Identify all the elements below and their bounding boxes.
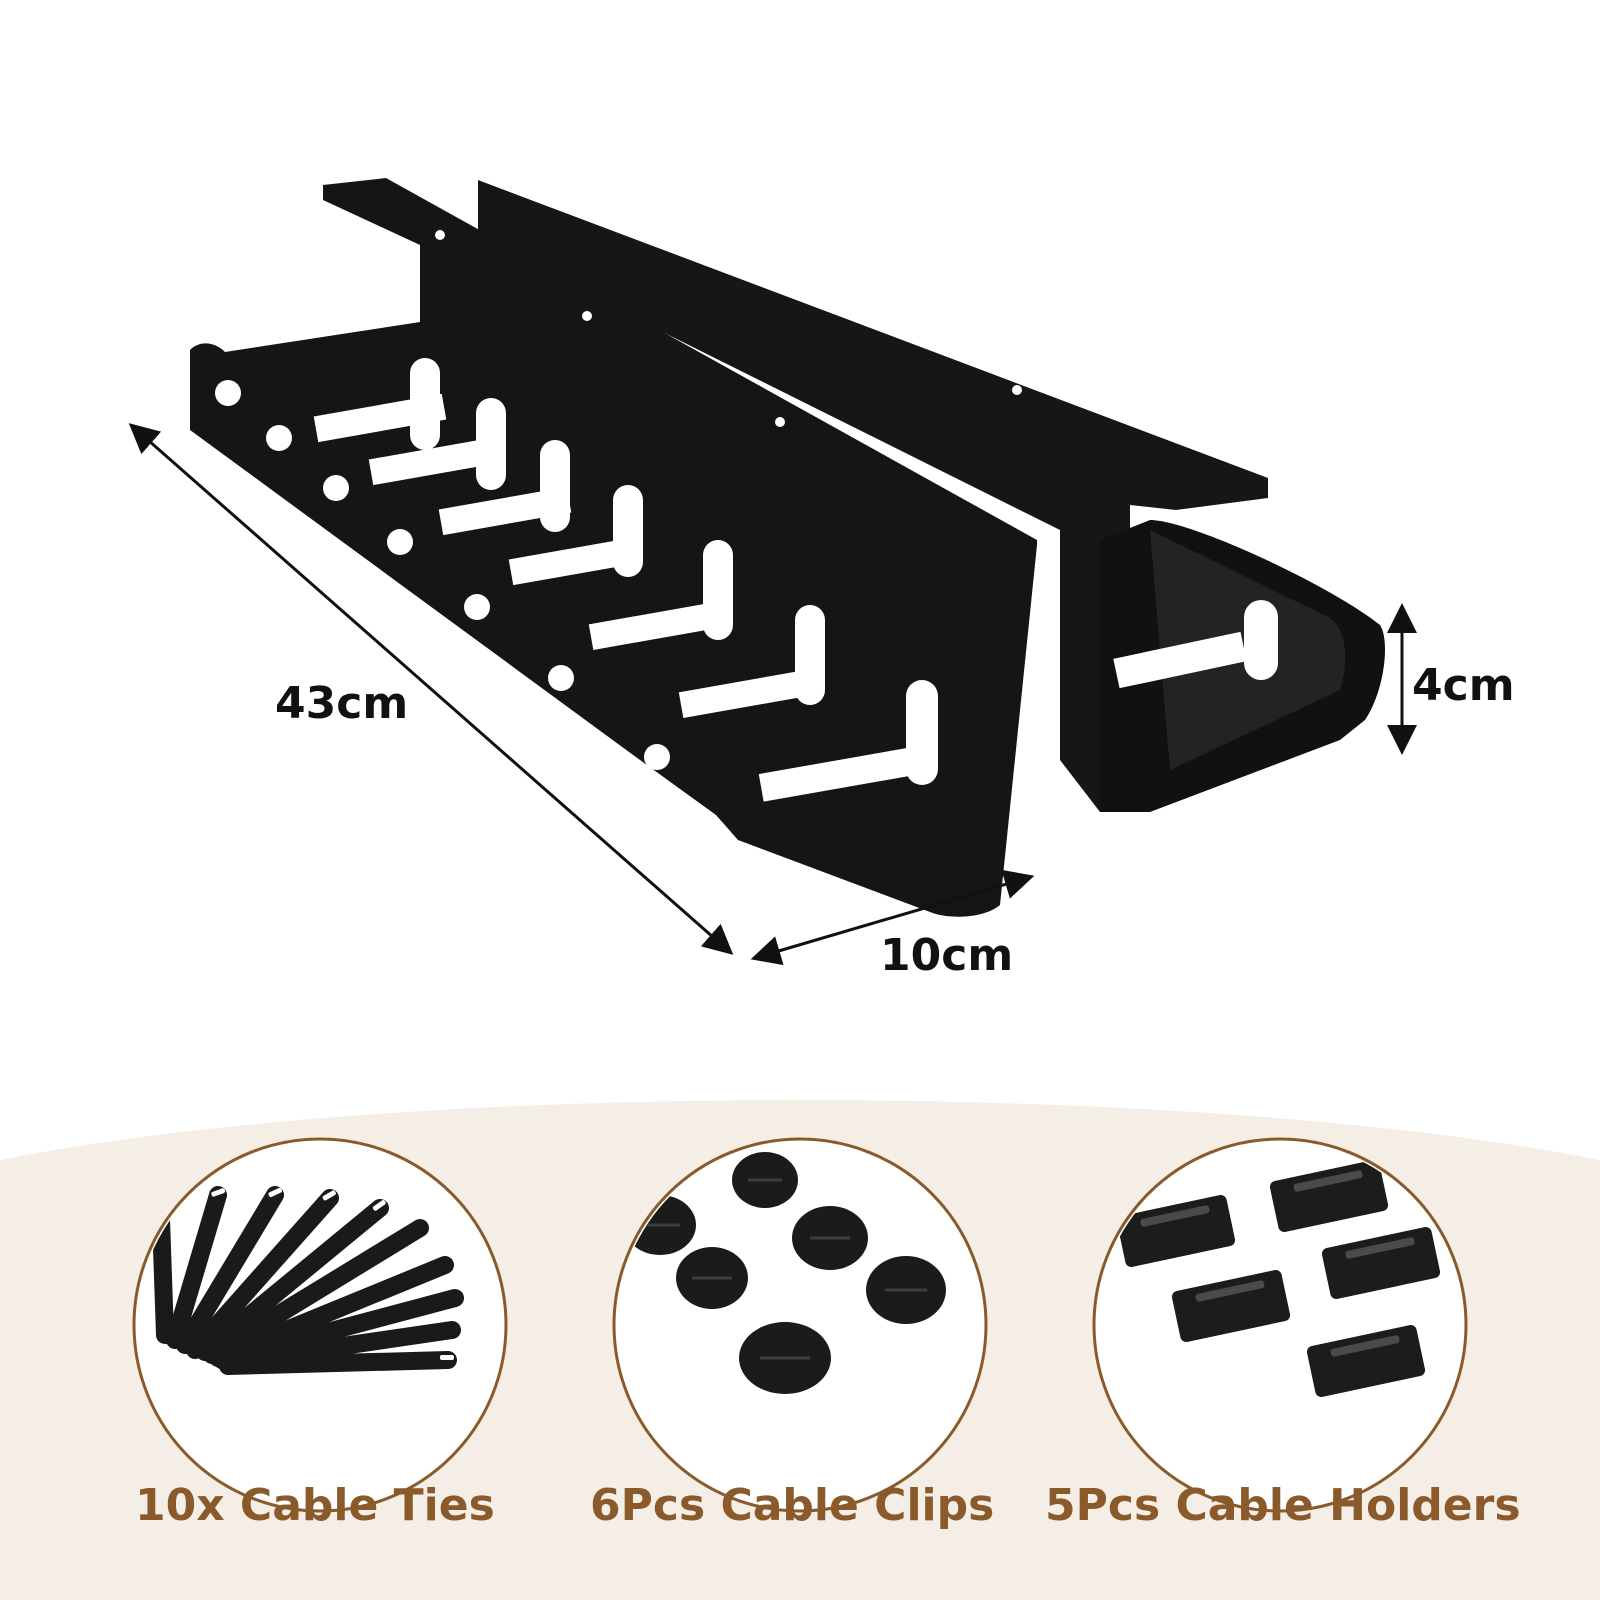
cable-holders-icon xyxy=(1116,1160,1441,1397)
cable-tray-back xyxy=(478,180,1385,812)
cable-ties-icon xyxy=(151,1181,464,1375)
width-label: 10cm xyxy=(880,930,1013,981)
caption-cable-clips: 6Pcs Cable Clips xyxy=(590,1480,995,1531)
accessory-circle-clips xyxy=(612,1137,988,1513)
accessory-circle-ties xyxy=(132,1137,508,1513)
caption-cable-holders: 5Pcs Cable Holders xyxy=(1045,1480,1521,1531)
accessory-circle-holders xyxy=(1092,1137,1468,1513)
cable-clips-icon xyxy=(624,1152,946,1394)
length-arrow xyxy=(128,423,734,955)
length-label: 43cm xyxy=(275,678,408,729)
width-arrow xyxy=(750,869,1035,966)
height-label: 4cm xyxy=(1412,660,1515,711)
dimension-arrows xyxy=(128,423,1417,966)
caption-cable-ties: 10x Cable Ties xyxy=(135,1480,495,1531)
